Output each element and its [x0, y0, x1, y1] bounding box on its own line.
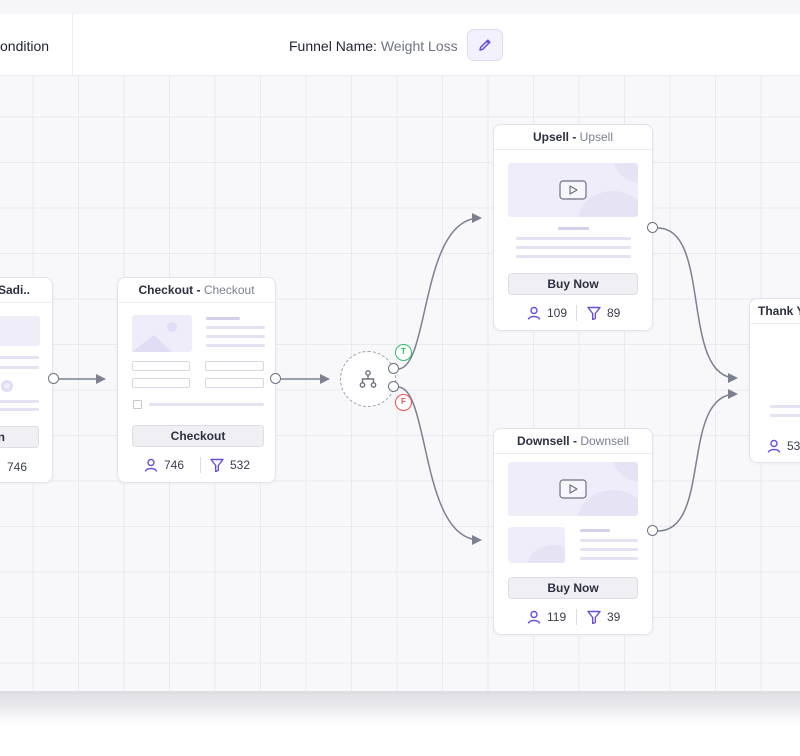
upsell-stats: 109 89 — [494, 304, 652, 322]
checkout-conversions: 532 — [230, 458, 251, 472]
downsell-node-title: Downsell - Downsell — [494, 429, 652, 454]
thankyou-node-title: Thank Y — [750, 299, 800, 324]
checkout-checkbox-placeholder — [133, 400, 142, 409]
thankyou-node[interactable]: Thank Y 53 — [749, 298, 800, 463]
wire-downsell-thankyou — [657, 389, 738, 532]
downsell-node[interactable]: Downsell - Downsell Buy Now 119 — [493, 428, 653, 635]
upsell-buy-now-button[interactable]: Buy Now — [508, 273, 638, 295]
funnel-canvas[interactable]: Sadi.. on 746 Checkout - Checkout — [0, 76, 800, 691]
edit-funnel-name-button[interactable] — [467, 29, 503, 61]
upsell-video-placeholder — [508, 163, 638, 217]
downsell-visitors: 119 — [547, 610, 567, 624]
upsell-output-port[interactable] — [647, 222, 658, 233]
pencil-icon — [479, 39, 491, 51]
upsell-visitors: 109 — [547, 306, 568, 320]
upsell-node-title: Upsell - Upsell — [494, 125, 652, 150]
funnel-name-label: Funnel Name: — [289, 38, 377, 54]
user-icon — [767, 439, 781, 453]
funnel-header: ondition Funnel Name: Weight Loss — [0, 14, 800, 76]
header-divider — [72, 14, 73, 76]
condition-node[interactable] — [340, 351, 396, 407]
optin-output-port[interactable] — [48, 373, 59, 384]
condition-false-badge: F — [395, 394, 412, 411]
thankyou-stats: 53 — [750, 437, 800, 455]
checkout-image-placeholder — [132, 315, 192, 352]
play-icon — [559, 479, 587, 499]
condition-true-port[interactable] — [388, 363, 399, 374]
condition-false-port[interactable] — [388, 381, 399, 392]
user-icon — [144, 458, 158, 472]
play-icon — [559, 180, 587, 200]
condition-true-badge: T — [395, 344, 412, 361]
upsell-node[interactable]: Upsell - Upsell Buy Now 109 89 — [493, 124, 653, 331]
funnel-filter-icon — [210, 458, 224, 472]
funnel-name: Funnel Name: Weight Loss — [289, 38, 458, 54]
optin-stats: 746 — [0, 458, 52, 476]
user-icon — [527, 610, 541, 624]
checkout-button[interactable]: Checkout — [132, 425, 264, 447]
branch-icon — [359, 370, 377, 388]
canvas-bottom-shadow — [0, 691, 800, 756]
thankyou-visitors: 53 — [787, 439, 800, 453]
wire-upsell-thankyou — [657, 227, 738, 383]
downsell-video-placeholder — [508, 462, 638, 516]
funnel-filter-icon — [587, 610, 601, 624]
downsell-stats: 119 39 — [494, 608, 652, 626]
image-icon — [132, 322, 177, 352]
condition-tab-label[interactable]: ondition — [0, 38, 50, 54]
funnel-filter-icon — [587, 306, 601, 320]
optin-button[interactable]: on — [0, 426, 39, 448]
top-strip — [0, 0, 800, 14]
downsell-buy-now-button[interactable]: Buy Now — [508, 577, 638, 599]
optin-visitors: 746 — [7, 460, 28, 474]
downsell-output-port[interactable] — [647, 525, 658, 536]
wire-condition-upsell — [397, 213, 482, 370]
checkout-node[interactable]: Checkout - Checkout Checkout 746 — [117, 277, 276, 483]
checkout-visitors: 746 — [164, 458, 185, 472]
user-icon — [527, 306, 541, 320]
upsell-conversions: 89 — [607, 306, 621, 320]
optin-radio-placeholder — [1, 380, 13, 392]
optin-image-placeholder — [0, 316, 40, 346]
checkout-output-port[interactable] — [270, 373, 281, 384]
funnel-name-value: Weight Loss — [380, 38, 458, 54]
optin-node[interactable]: Sadi.. on 746 — [0, 277, 53, 483]
downsell-conversions: 39 — [607, 610, 621, 624]
optin-node-title: Sadi.. — [0, 278, 52, 303]
downsell-image-placeholder — [508, 527, 565, 563]
checkout-stats: 746 532 — [118, 456, 275, 474]
connection-wires — [59, 213, 738, 545]
checkout-node-title: Checkout - Checkout — [118, 278, 275, 303]
wire-condition-downsell — [397, 386, 482, 545]
